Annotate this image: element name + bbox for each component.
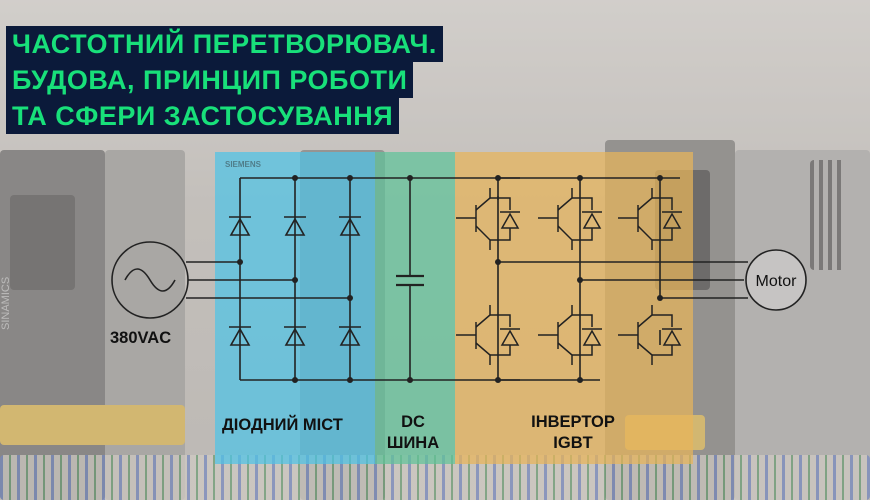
sine-wave-icon (124, 268, 176, 292)
page-title: ЧАСТОТНИЙ ПЕРЕТВОРЮВАЧ. БУДОВА, ПРИНЦИП … (6, 26, 443, 134)
diode-icon (339, 327, 361, 346)
panel-display-1 (10, 195, 75, 290)
diode-icon (229, 327, 251, 346)
igbt-icon (538, 305, 602, 365)
title-line-2: БУДОВА, ПРИНЦИП РОБОТИ (6, 62, 414, 98)
rectifier-diodes (229, 216, 361, 346)
diode-icon (284, 327, 306, 346)
igbt-icon (538, 188, 602, 250)
diode-icon (339, 217, 361, 236)
dc-bus-zone (375, 152, 455, 464)
igbt-icon (618, 305, 682, 365)
motor-icon (745, 249, 807, 311)
inverter-zone (455, 152, 693, 464)
inverter-label: ІНВЕРТОР IGBT (531, 413, 615, 452)
diode-icon (284, 217, 306, 236)
title-line-1: ЧАСТОТНИЙ ПЕРЕТВОРЮВАЧ. (6, 26, 443, 62)
igbt-icon (456, 188, 520, 250)
diode-icon (229, 217, 251, 236)
igbt-icon (456, 305, 520, 365)
rectifier-label: ДІОДНИЙ МІСТ (222, 416, 343, 434)
background-brand-text: SIEMENS (225, 160, 262, 169)
source-label: 380VAC (110, 329, 172, 347)
title-line-3: ТА СФЕРИ ЗАСТОСУВАННЯ (6, 98, 400, 134)
terminal-block-left (0, 405, 185, 445)
drive-unit-5 (735, 150, 870, 500)
capacitor-icon (396, 178, 424, 380)
igbt-icon (618, 188, 682, 250)
motor-label: Motor (756, 273, 798, 290)
igbt-switches (456, 188, 682, 365)
dc-bus-label: DC ШИНА (386, 413, 440, 452)
vent-slots (810, 160, 845, 270)
